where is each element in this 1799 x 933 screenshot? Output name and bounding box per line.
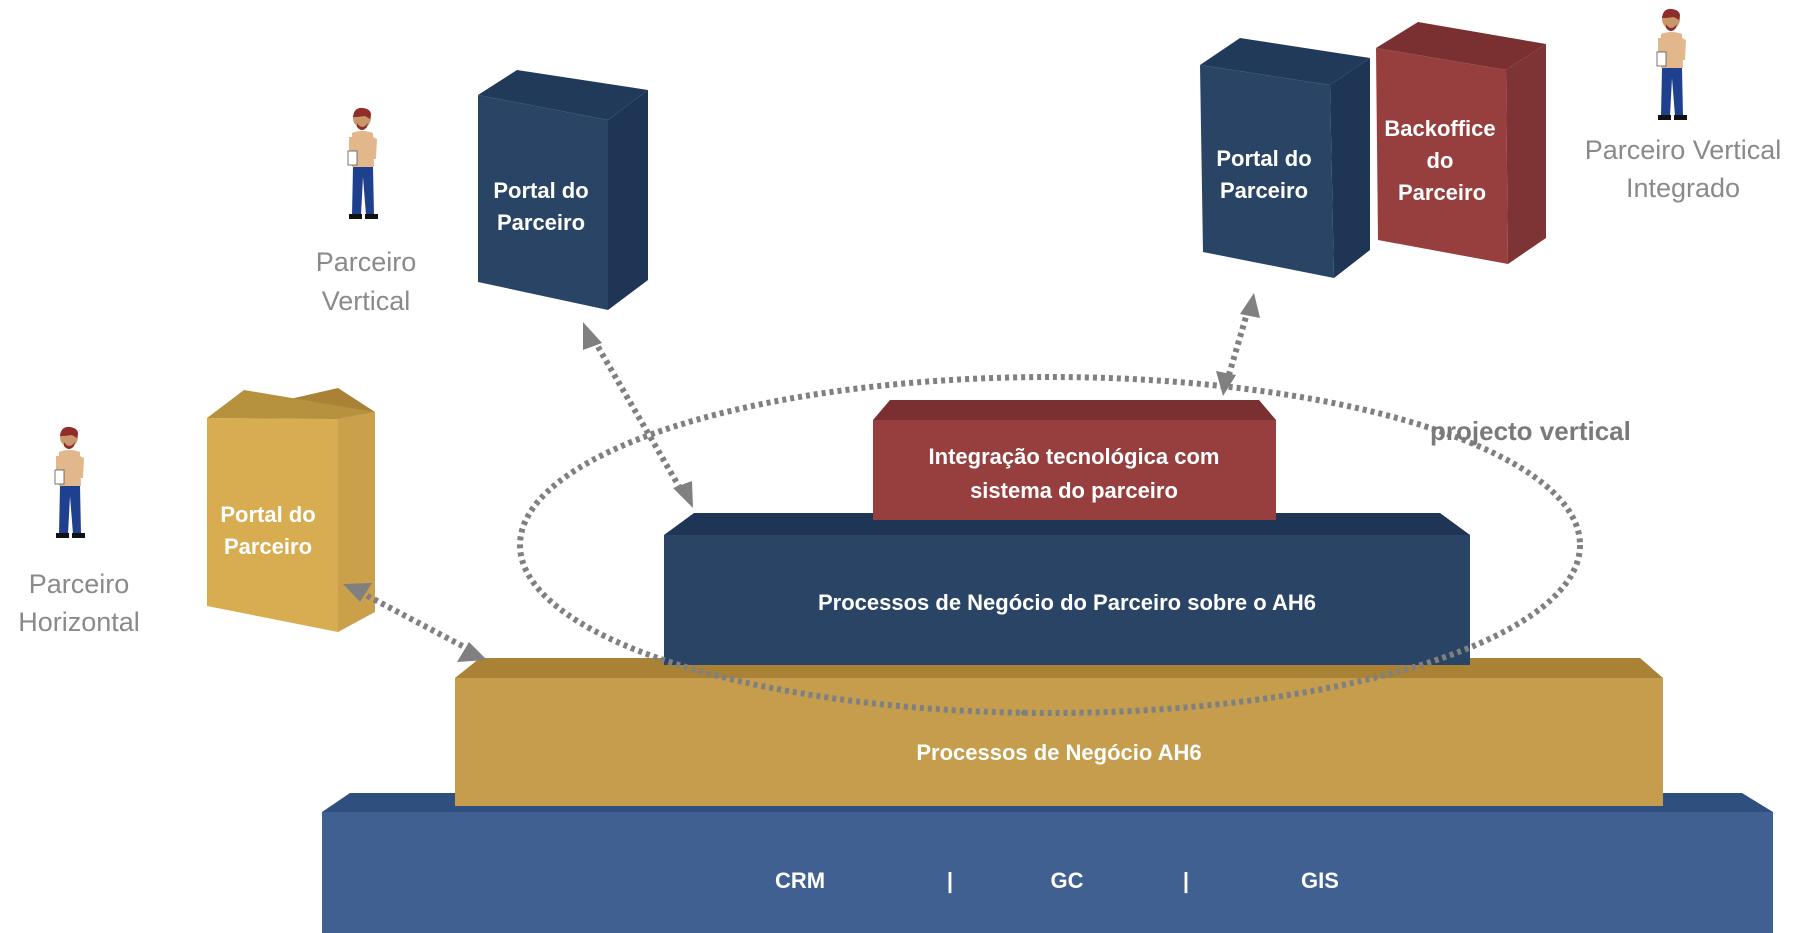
partner-processes-label: Processos de Negócio do Parceiro sobre o… xyxy=(818,590,1316,615)
arrow-horizontal-portal-to-ah6 xyxy=(343,583,487,662)
backoffice-box: Backoffice do Parceiro xyxy=(1376,22,1546,264)
backoffice-label-line1: Backoffice xyxy=(1384,116,1495,141)
horizontal-partner-label-line2: Horizontal xyxy=(18,607,140,637)
horizontal-portal-label-line1: Portal do xyxy=(220,502,315,527)
partner-processes-layer: Processos de Negócio do Parceiro sobre o… xyxy=(664,513,1470,665)
base-layer-separator: | xyxy=(947,868,953,893)
vertical-portal-label-line2: Parceiro xyxy=(497,210,585,235)
ah6-processes-label: Processos de Negócio AH6 xyxy=(916,740,1201,765)
base-layer-gis: GIS xyxy=(1301,868,1339,893)
vertical-portal-box: Portal do Parceiro xyxy=(478,70,648,310)
horizontal-partner: Parceiro Horizontal xyxy=(18,426,140,637)
horizontal-portal-label-line2: Parceiro xyxy=(224,534,312,559)
integrated-partner-label-line1: Parceiro Vertical xyxy=(1585,135,1782,165)
vertical-portal-label-line1: Portal do xyxy=(493,178,588,203)
integration-label-line2: sistema do parceiro xyxy=(970,478,1178,503)
backoffice-label-line2: do xyxy=(1427,148,1454,173)
person-icon xyxy=(1656,8,1688,121)
integrated-portal-label-line2: Parceiro xyxy=(1220,178,1308,203)
arrow-vertical-portal-to-partner-processes xyxy=(583,322,693,508)
vertical-partner-label-line1: Parceiro xyxy=(316,247,417,277)
base-layer-gc: GC xyxy=(1051,868,1084,893)
base-layer-separator: | xyxy=(1183,868,1189,893)
vertical-project-scope xyxy=(517,374,1583,716)
integration-layer: Integração tecnológica com sistema do pa… xyxy=(873,400,1276,520)
ah6-processes-layer: Processos de Negócio AH6 xyxy=(455,658,1663,806)
backoffice-label-line3: Parceiro xyxy=(1398,180,1486,205)
integrated-portal-label-line1: Portal do xyxy=(1216,146,1311,171)
arrow-integrated-portal-to-integration xyxy=(1216,293,1260,396)
horizontal-portal-box: Portal do Parceiro xyxy=(207,388,375,632)
base-layer: CRM | GC | GIS xyxy=(322,793,1773,933)
vertical-partner: Parceiro Vertical xyxy=(316,107,417,316)
integrated-partner: Parceiro Vertical Integrado xyxy=(1585,8,1782,203)
base-layer-crm: CRM xyxy=(775,868,825,893)
person-icon xyxy=(54,426,86,539)
vertical-partner-label-line2: Vertical xyxy=(322,286,411,316)
vertical-project-label: projecto vertical xyxy=(1430,416,1631,446)
integration-label-line1: Integração tecnológica com xyxy=(929,444,1220,469)
integrated-partner-label-line2: Integrado xyxy=(1626,173,1740,203)
person-icon xyxy=(347,107,379,220)
horizontal-partner-label-line1: Parceiro xyxy=(29,569,130,599)
integrated-portal-box: Portal do Parceiro xyxy=(1200,38,1370,278)
